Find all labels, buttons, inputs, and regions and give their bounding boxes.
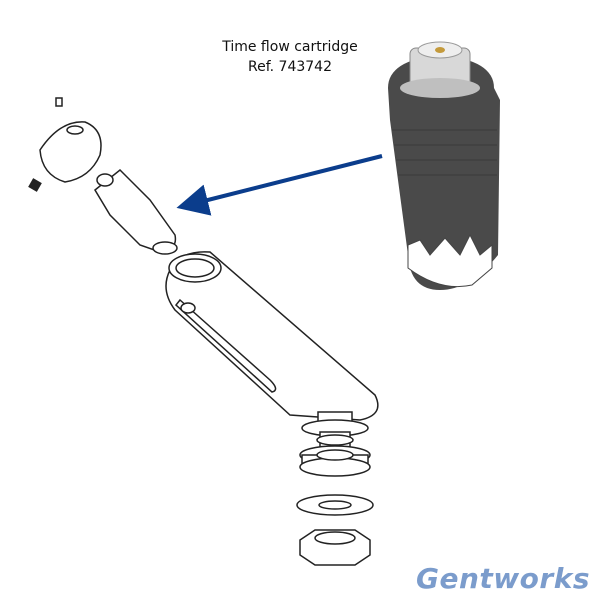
cartridge-closeup (388, 41, 500, 290)
brand-logo: Gentworks (416, 562, 590, 595)
screw-small (55, 97, 63, 107)
caption-title: Time flow cartridge (222, 39, 358, 55)
faucet-body (165, 251, 379, 431)
mounting-parts (296, 419, 374, 566)
handle-cap (39, 97, 102, 183)
cartridge-small (94, 168, 178, 255)
cartridge-caption: Time flow cartridge Ref. 743742 (190, 37, 390, 77)
pointer-arrow (176, 154, 383, 216)
grub-screw (28, 178, 42, 192)
caption-reference: Ref. 743742 (248, 59, 332, 75)
